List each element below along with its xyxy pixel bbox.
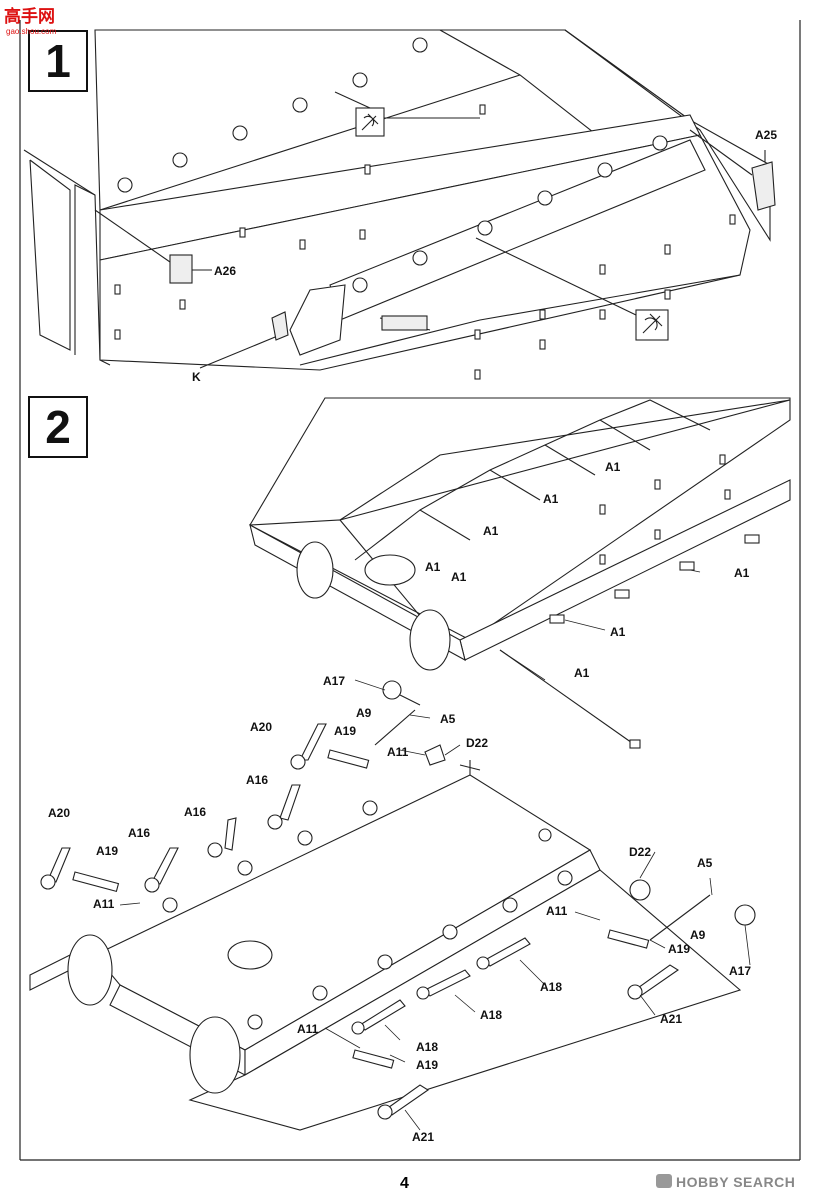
part-label: A11 [297, 1022, 319, 1036]
part-label: A25 [755, 128, 778, 142]
part-label: A19 [668, 942, 691, 956]
part-label: A26 [214, 264, 237, 278]
part-label: A11 [546, 904, 568, 918]
part-label: A17 [729, 964, 752, 978]
part-label: A17 [323, 674, 346, 688]
part-label: A1 [734, 566, 750, 580]
step1-hull [23, 29, 776, 380]
part-label: A21 [412, 1130, 435, 1144]
part-label: A1 [574, 666, 590, 680]
part-label: A16 [184, 805, 207, 819]
part-label: A20 [250, 720, 273, 734]
hobby-search-logo-icon [656, 1174, 672, 1188]
part-label: A20 [48, 806, 71, 820]
part-label: A1 [451, 570, 467, 584]
part-label: A9 [690, 928, 706, 942]
part-label: D22 [629, 845, 652, 859]
part-label: A5 [440, 712, 456, 726]
site-logo: 高手网 [4, 7, 55, 27]
part-label: A9 [356, 706, 372, 720]
step2-lower-hull [29, 569, 756, 1131]
part-label: K [192, 370, 201, 384]
part-label: A11 [93, 897, 115, 911]
site-logo-subtext: gao.shou.com [6, 27, 57, 36]
part-label: A5 [697, 856, 713, 870]
part-label: A18 [480, 1008, 503, 1022]
part-label: A11 [387, 745, 409, 759]
part-label: A19 [334, 724, 357, 738]
part-label: A19 [96, 844, 119, 858]
part-label: A18 [416, 1040, 439, 1054]
step-number-2: 2 [28, 396, 88, 458]
part-label: A1 [543, 492, 559, 506]
step2-hull [249, 397, 791, 749]
page-number: 4 [400, 1175, 409, 1192]
part-label: A18 [540, 980, 563, 994]
watermark: HOBBY SEARCH [676, 1174, 796, 1190]
part-label: A19 [416, 1058, 439, 1072]
step-number-1: 1 [28, 30, 88, 92]
part-label: A1 [610, 625, 626, 639]
part-label: A16 [246, 773, 269, 787]
part-label: A21 [660, 1012, 683, 1026]
part-label: A1 [425, 560, 441, 574]
part-label: A1 [605, 460, 621, 474]
part-label: A1 [483, 524, 499, 538]
part-label: D22 [466, 736, 489, 750]
part-label: A16 [128, 826, 151, 840]
